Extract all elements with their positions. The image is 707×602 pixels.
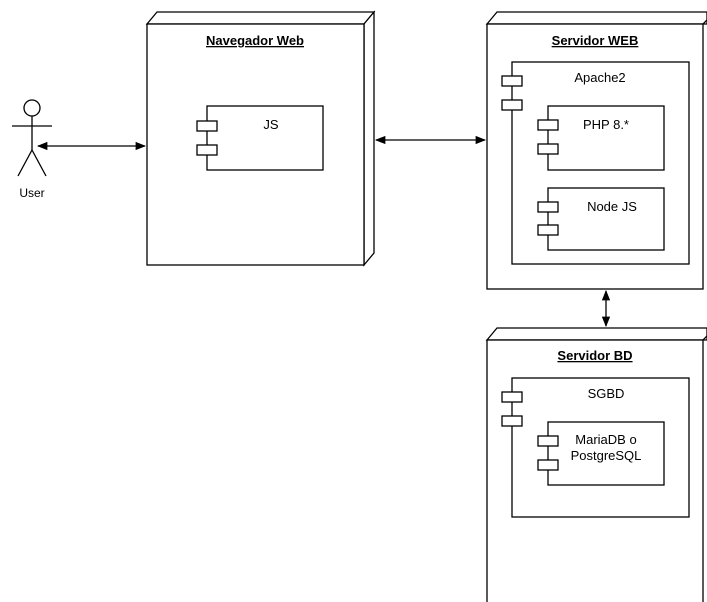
component-js[interactable] [196,105,324,171]
component-port [537,435,559,447]
component-node-js-label: Node JS [587,199,637,214]
component-port [537,224,559,236]
actor-head [23,99,41,117]
component-port [196,120,218,132]
component-port [501,99,523,111]
component-database-label-1: MariaDB o [575,432,636,447]
component-port [501,415,523,427]
component-node-js[interactable] [537,187,665,251]
node-title-servidor-bd: Servidor BD [557,348,632,363]
component-php[interactable] [537,105,665,171]
component-database-label-2: PostgreSQL [571,448,642,463]
component-database[interactable] [537,421,665,486]
component-port [537,201,559,213]
node-title-navegador: Navegador Web [206,33,304,48]
actor-label: User [19,186,44,200]
component-sgbd-label: SGBD [588,386,625,401]
component-php-label: PHP 8.* [583,117,629,132]
component-port [537,459,559,471]
component-port [501,75,523,87]
component-port [501,391,523,403]
component-apache2-label: Apache2 [574,70,625,85]
component-port [537,119,559,131]
component-port [196,144,218,156]
component-port [537,143,559,155]
component-js-label: JS [263,117,279,132]
user-actor[interactable] [12,99,52,177]
node-title-servidor-web: Servidor WEB [552,33,639,48]
